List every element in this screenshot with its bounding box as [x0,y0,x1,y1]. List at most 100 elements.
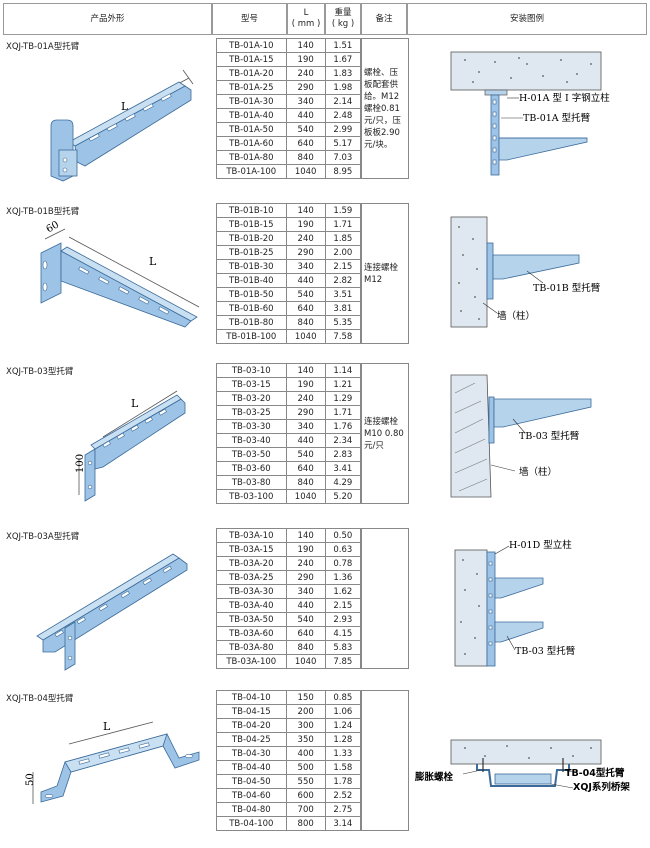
remark-tb-01a: 螺栓、压板配套供给。M12螺栓0.81元/只，压板板2.90元/块。 [361,38,409,179]
product-shape-tb-01b: XQJ-TB-01B型托臂 L 60 [3,203,208,348]
header-model: 型号 [212,3,287,35]
bracket-drawing-tb-01b: L 60 [40,219,200,328]
length-cell: 140 [285,363,326,378]
bracket-drawing-tb-04: L 50 [25,720,200,804]
weight-cell: 1.62 [324,584,362,599]
weight-cell: 7.58 [324,329,362,344]
model-cell: TB-04-30 [216,746,287,761]
install-label-wall: 墙（柱） [519,466,557,478]
weight-cell: 2.14 [324,94,362,109]
header-length-unit: ( mm ) [291,19,321,29]
header-length-label: L [303,8,309,18]
product-shape-tb-04: XQJ-TB-04型托臂 L 50 [3,690,208,835]
model-cell: TB-01B-15 [216,217,287,232]
model-cell: TB-03-15 [216,377,287,392]
model-cell: TB-03-30 [216,419,287,434]
model-cell: TB-01A-60 [216,136,287,151]
install-label-tray: XQJ系列桥架 [573,781,630,793]
length-cell: 240 [285,556,326,571]
header-product-shape: 产品外形 [3,3,212,35]
model-cell: TB-01B-50 [216,287,287,302]
weight-cell: 1.14 [324,363,362,378]
model-cell: TB-01A-10 [216,38,287,53]
model-cell: TB-04-15 [216,704,287,719]
weight-cell: 1.51 [324,38,362,53]
weight-cell: 5.35 [324,315,362,330]
install-label-arm: TB-01A 型托臂 [523,112,591,124]
model-cell: TB-01A-100 [216,164,287,179]
weight-cell: 1.78 [324,774,362,789]
model-cell: TB-01A-25 [216,80,287,95]
remark-tb-03: 连接螺栓M10 0.80元/只 [361,363,409,504]
length-cell: 1040 [285,164,326,179]
model-cell: TB-03-50 [216,447,287,462]
install-label-column: H-01A 型 I 字钢立柱 [519,92,610,104]
length-cell: 540 [285,612,326,627]
model-cell: TB-01A-30 [216,94,287,109]
length-cell: 840 [285,475,326,490]
weight-cell: 0.50 [324,528,362,543]
length-cell: 700 [285,802,326,817]
remark-tb-01b: 连接螺栓M12 [361,203,409,344]
weight-cell: 1.21 [324,377,362,392]
weight-cell: 2.15 [324,259,362,274]
product-shape-tb-03a: XQJ-TB-03A型托臂 [3,528,208,673]
model-cell: TB-03A-60 [216,626,287,641]
bracket-drawing-tb-01a: L [50,69,194,182]
model-cell: TB-03-10 [216,363,287,378]
product-name: XQJ-TB-03型托臂 [6,367,74,377]
weight-cell: 0.85 [324,690,362,705]
weight-cell: 2.83 [324,447,362,462]
length-cell: 190 [285,52,326,67]
length-cell: 600 [285,788,326,803]
bracket-drawing-tb-03: L 100 [75,390,186,502]
weight-cell: 0.78 [324,556,362,571]
install-label-arm: TB-03 型托臂 [515,645,576,657]
weight-cell: 1.28 [324,732,362,747]
install-diagram-tb-03: TB-03 型托臂 墙（柱） [415,363,643,508]
header-remarks: 备注 [361,3,407,35]
length-cell: 240 [285,66,326,81]
length-cell: 800 [285,816,326,831]
model-cell: TB-01B-25 [216,245,287,260]
model-cell: TB-01A-50 [216,122,287,137]
header-install: 安装图例 [407,3,647,35]
model-cell: TB-03A-100 [216,654,287,669]
weight-cell: 1.85 [324,231,362,246]
install-diagram-tb-01b: TB-01B 型托臂 墙（柱） [415,203,643,348]
length-cell: 540 [285,122,326,137]
length-cell: 500 [285,760,326,775]
install-label-arm: TB-04型托臂 [565,767,625,779]
model-cell: TB-04-50 [216,774,287,789]
weight-cell: 1.98 [324,80,362,95]
dim-label-l: L [131,397,139,410]
length-cell: 240 [285,231,326,246]
length-cell: 640 [285,301,326,316]
weight-cell: 3.81 [324,301,362,316]
length-cell: 140 [285,528,326,543]
model-cell: TB-01A-80 [216,150,287,165]
install-diagram-tb-04: 膨胀螺栓 TB-04型托臂 XQJ系列桥架 [414,690,643,835]
weight-cell: 2.48 [324,108,362,123]
weight-cell: 4.15 [324,626,362,641]
model-cell: TB-01A-15 [216,52,287,67]
weight-cell: 2.82 [324,273,362,288]
